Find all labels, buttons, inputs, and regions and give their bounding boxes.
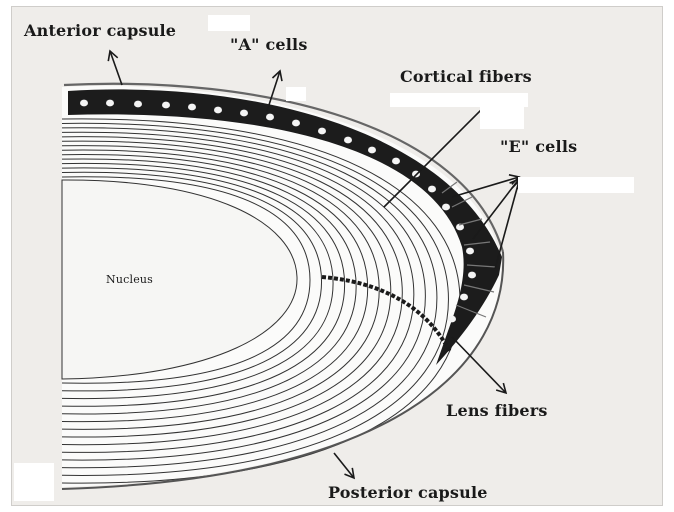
diagram-frame: Anterior capsule "A" cells Cortical fibe… (11, 6, 663, 506)
anterior-capsule-arrow (110, 51, 122, 85)
cell-nucleus (106, 100, 114, 107)
cell-nucleus (468, 272, 476, 279)
e-cells-label: "E" cells (500, 137, 577, 156)
white-patch (286, 87, 306, 101)
lens-diagram (12, 7, 662, 505)
cortical-fibers-label: Cortical fibers (400, 67, 532, 86)
nucleus-label: Nucleus (106, 273, 153, 286)
cell-nucleus (442, 204, 450, 211)
cell-nucleus (466, 248, 474, 255)
posterior-capsule-label: Posterior capsule (328, 483, 488, 502)
e-cells-arrow-1 (452, 177, 519, 197)
white-patch (208, 15, 250, 31)
lens-fibers-label: Lens fibers (446, 401, 548, 420)
cell-nucleus (392, 158, 400, 165)
white-patch (518, 177, 634, 193)
cell-nucleus (292, 120, 300, 127)
cell-nucleus (134, 101, 142, 108)
cell-nucleus (368, 147, 376, 154)
cell-nucleus (318, 128, 326, 135)
cell-nucleus (162, 102, 170, 109)
cell-nucleus (448, 316, 456, 323)
posterior-capsule-arrow (334, 453, 354, 478)
anterior-capsule-label: Anterior capsule (24, 21, 176, 40)
a-cells-label: "A" cells (230, 35, 308, 54)
cell-nucleus (188, 104, 196, 111)
cell-nucleus (266, 114, 274, 121)
cell-nucleus (240, 110, 248, 117)
white-patch (480, 99, 524, 129)
cell-nucleus (460, 294, 468, 301)
cell-nucleus (428, 186, 436, 193)
cell-nucleus (214, 107, 222, 114)
cell-nucleus (344, 137, 352, 144)
white-patch (14, 463, 54, 501)
cell-nucleus (80, 100, 88, 107)
